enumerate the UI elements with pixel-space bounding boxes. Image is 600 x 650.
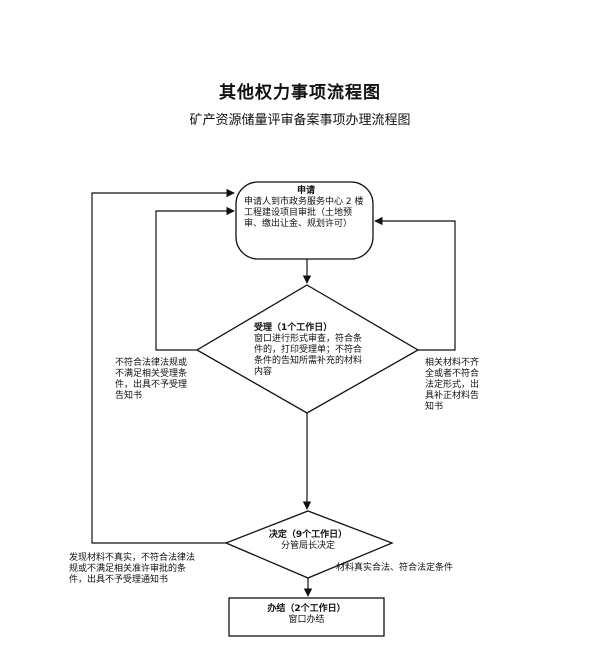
page-title: 其他权力事项流程图 xyxy=(219,83,381,103)
decide-approve-label: 材料真实合法、符合法定条件 xyxy=(336,563,454,573)
decide-reject-label: 发现材料不真实，不符合法律法规或不满足相关准许审批的条件，出具不予受理通知书 xyxy=(69,553,196,585)
apply-desc: 申请人到市政务服务中心 2 楼工程建设项目审批（土地预审、缴出让金、规划许可） xyxy=(244,197,364,229)
right-supplement-label: 相关材料不齐全或者不符合法定形式，出具补正材料告知书 xyxy=(425,358,480,412)
decide-text-block: 决定（9个工作日） 分管局长决定 xyxy=(258,530,358,552)
edge-decide-left-loop xyxy=(91,188,235,544)
page-subtitle: 矿产资源储量评审备案事项办理流程图 xyxy=(189,113,411,128)
finish-title: 办结（2个工作日） xyxy=(267,604,346,614)
finish-desc: 窗口办结 xyxy=(288,615,325,625)
accept-desc: 窗口进行形式审查，符合条件的，打印受理单；不符合条件的告知所需补充的材料内容 xyxy=(254,334,363,377)
edge-accept-right-loop xyxy=(374,216,456,351)
left-reject-label: 不符合法律法规或不满足相关受理条件，出具不予受理告知书 xyxy=(115,358,188,401)
accept-text-block: 受理（1个工作日） 窗口进行形式审查，符合条件的，打印受理单；不符合条件的告知所… xyxy=(254,323,364,378)
finish-node xyxy=(228,597,385,637)
decide-title: 决定（9个工作日） xyxy=(268,530,348,540)
edge-accept-left-loop xyxy=(155,206,235,351)
apply-text-block: 申请 申请人到市政务服务中心 2 楼工程建设项目审批（土地预审、缴出让金、规划许… xyxy=(244,186,368,230)
accept-title: 受理（1个工作日） xyxy=(254,323,333,333)
decide-desc: 分管局长决定 xyxy=(280,541,335,551)
apply-title: 申请 xyxy=(296,186,315,196)
finish-text-block: 办结（2个工作日） 窗口办结 xyxy=(229,604,384,626)
apply-node xyxy=(235,181,374,260)
